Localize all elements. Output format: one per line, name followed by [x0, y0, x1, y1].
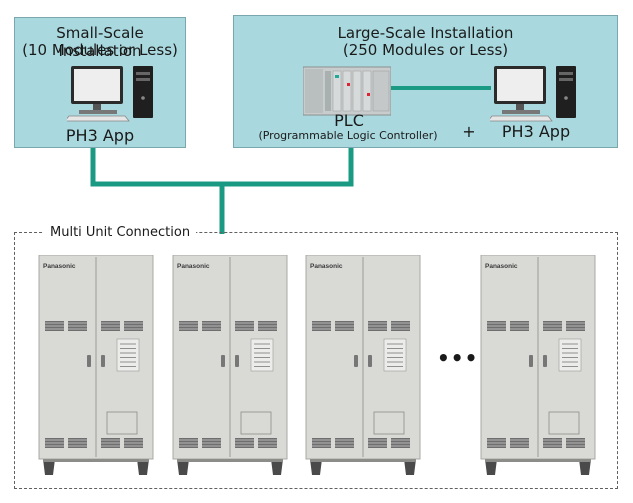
leg	[177, 459, 189, 475]
multi-unit-box	[14, 232, 618, 489]
base	[485, 459, 591, 462]
base	[310, 459, 416, 462]
large-scale-title: Large-Scale Installation	[337, 24, 514, 42]
large-scale-panel: Large-Scale Installation (250 Modules or…	[233, 15, 618, 148]
handle	[87, 355, 91, 367]
computer-icon	[490, 66, 576, 122]
leg	[271, 459, 283, 475]
cabinet-icon: Panasonic	[305, 254, 421, 475]
cabinet-3: Panasonic	[304, 254, 422, 477]
label-plate	[116, 338, 140, 372]
small-scale-app-label: PH3 App	[65, 126, 135, 145]
leg	[43, 459, 55, 475]
leg	[404, 459, 416, 475]
brand-label: Panasonic	[310, 263, 343, 270]
cabinet-4: Panasonic	[479, 254, 597, 477]
plc-sub-label: (Programmable Logic Controller)	[258, 129, 438, 142]
access-panel	[373, 411, 405, 435]
handle	[101, 355, 105, 367]
plc-icon	[303, 66, 391, 116]
label-plate	[558, 338, 582, 372]
handle	[543, 355, 547, 367]
plc-pc-link	[391, 86, 491, 90]
handle	[221, 355, 225, 367]
leg	[485, 459, 497, 475]
large-scale-app-label: PH3 App	[501, 122, 571, 141]
handle	[529, 355, 533, 367]
access-panel	[240, 411, 272, 435]
cabinet-2: Panasonic	[171, 254, 289, 477]
cabinet-icon: Panasonic	[480, 254, 596, 475]
brand-label: Panasonic	[177, 263, 210, 270]
label-plate	[383, 338, 407, 372]
cabinet-1: Panasonic	[37, 254, 155, 477]
base	[177, 459, 283, 462]
multi-unit-label: Multi Unit Connection	[44, 226, 197, 240]
leg	[137, 459, 149, 475]
base	[43, 459, 149, 462]
handle	[368, 355, 372, 367]
large-scale-subtitle: (250 Modules or Less)	[342, 41, 509, 59]
ellipsis: •••	[437, 346, 479, 370]
cabinet-icon: Panasonic	[172, 254, 288, 475]
leg	[579, 459, 591, 475]
access-panel	[548, 411, 580, 435]
handle	[354, 355, 358, 367]
plus-sign: +	[462, 122, 476, 141]
computer-icon	[67, 66, 153, 122]
small-scale-subtitle: (10 Modules or Less)	[22, 41, 178, 59]
leg	[310, 459, 322, 475]
plc-label: PLC	[334, 111, 364, 130]
small-scale-panel: Small-Scale Installation (10 Modules or …	[14, 17, 186, 148]
brand-label: Panasonic	[43, 263, 76, 270]
small-scale-title: Small-Scale Installation	[56, 24, 144, 60]
cabinet-icon: Panasonic	[38, 254, 154, 475]
brand-label: Panasonic	[485, 263, 518, 270]
access-panel	[106, 411, 138, 435]
label-plate	[250, 338, 274, 372]
handle	[235, 355, 239, 367]
